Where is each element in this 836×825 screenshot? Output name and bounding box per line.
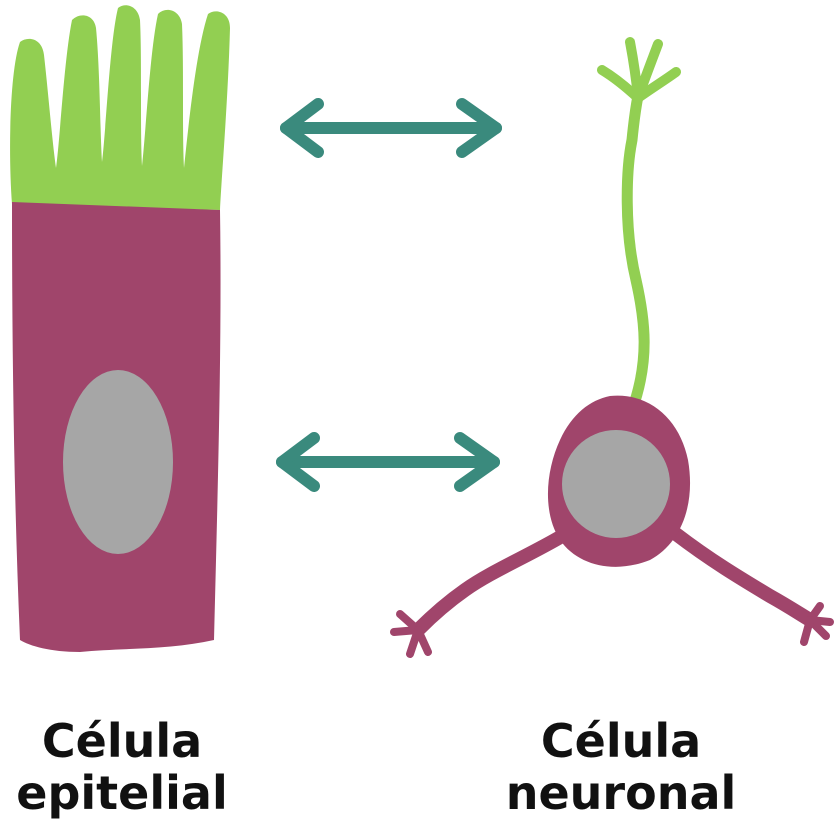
double-arrow-icon <box>286 104 496 152</box>
neuron-dendrite-right <box>676 534 810 620</box>
neuron-axon-terminal <box>602 42 676 98</box>
epithelial-cilia <box>10 5 230 210</box>
epithelial-label-line1: Célula <box>0 715 272 767</box>
neuronal-label-line2: neuronal <box>471 767 771 819</box>
epithelial-cell-label: Célula epitelial <box>0 715 272 819</box>
neuronal-label-line1: Célula <box>471 715 771 767</box>
neuronal-cell-label: Célula neuronal <box>471 715 771 819</box>
epithelial-cell <box>10 5 230 652</box>
neuron-nucleus <box>562 430 670 538</box>
epithelial-nucleus <box>63 370 173 554</box>
neuron-axon <box>627 96 644 410</box>
double-arrow-icon <box>282 438 494 486</box>
epithelial-label-line2: epitelial <box>0 767 272 819</box>
neuron-dendrite-left <box>418 536 562 630</box>
